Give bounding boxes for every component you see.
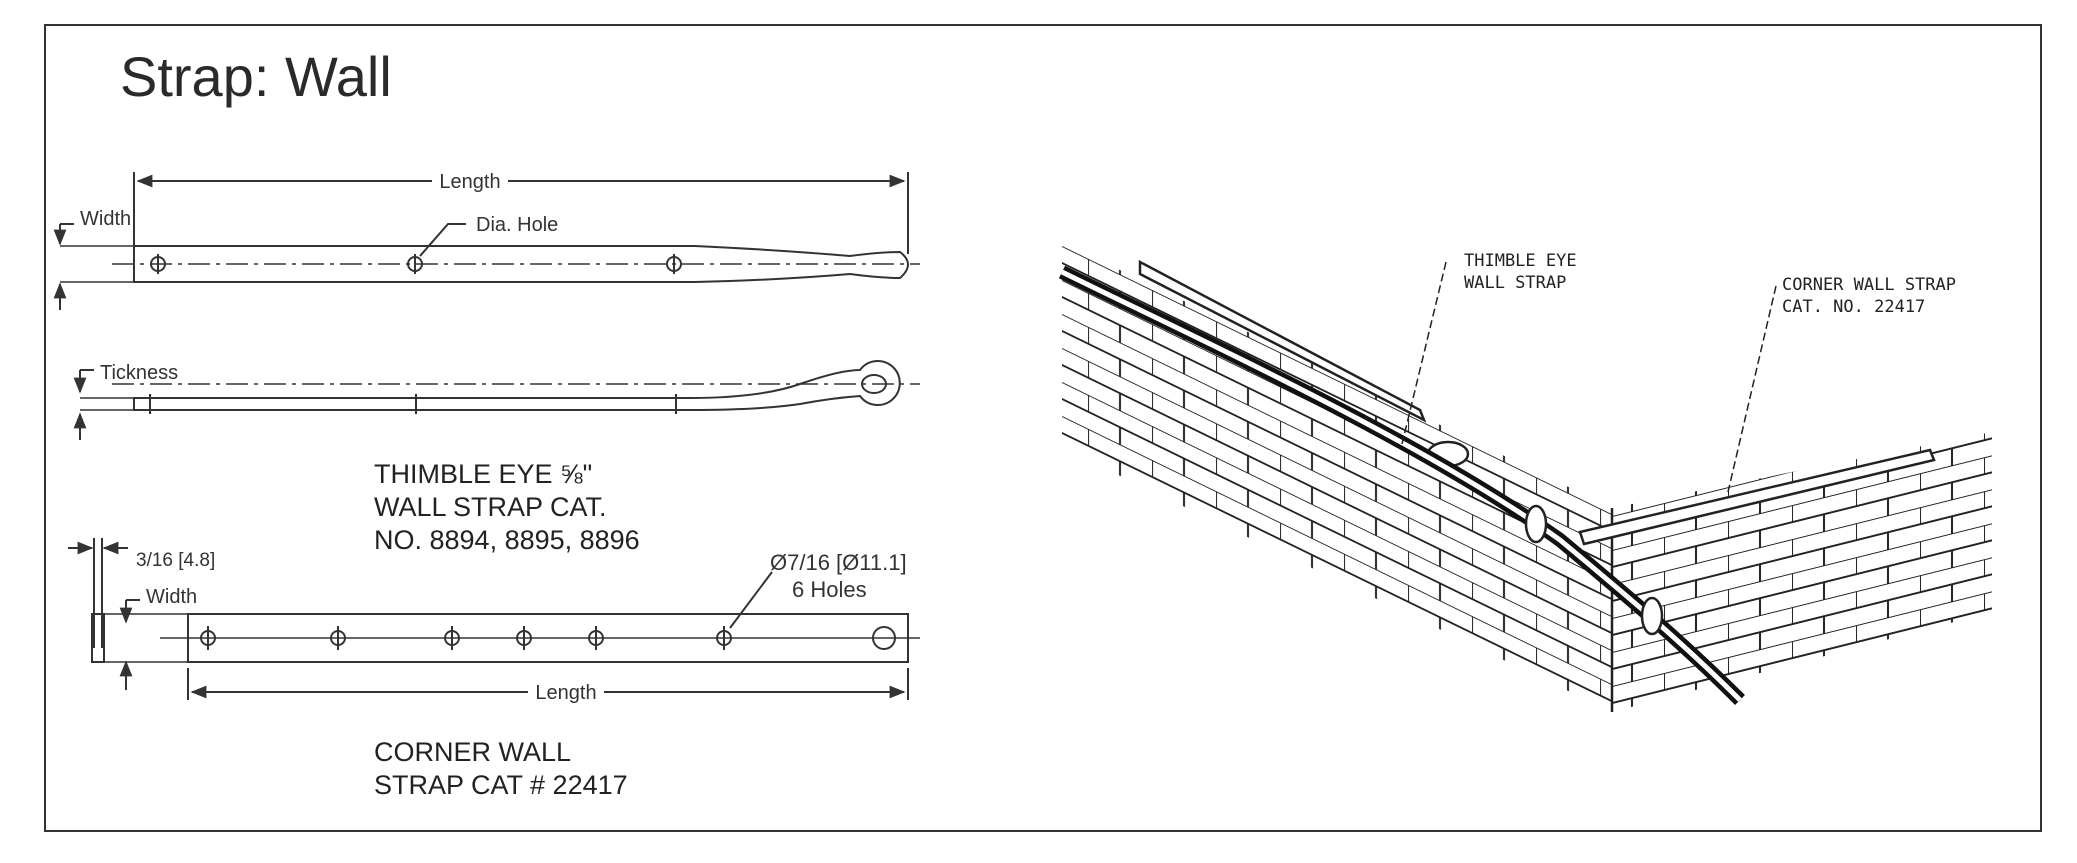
right-brick-wall xyxy=(1612,432,1992,712)
thimble-caption: THIMBLE EYE ⅝" WALL STRAP CAT. NO. 8894,… xyxy=(374,458,640,557)
corner-width-label: Width xyxy=(146,586,197,608)
thimble-wall-strap xyxy=(1138,259,1427,423)
corner-hole-spec: Ø7/16 [Ø11.1] xyxy=(770,550,907,575)
corner-hole-count: 6 Holes xyxy=(792,577,867,602)
thimble-hole-label: Dia. Hole xyxy=(476,214,558,236)
cable-clamp-1 xyxy=(1524,504,1548,544)
drawing-frame xyxy=(44,24,2042,832)
thimble-callout-line1: THIMBLE EYE xyxy=(1464,251,1577,271)
corner-callout-line2: CAT. NO. 22417 xyxy=(1782,297,1925,317)
page-title: Strap: Wall xyxy=(120,45,392,108)
thimble-length-label: Length xyxy=(439,171,500,193)
corner-thickness-label: 3/16 [4.8] xyxy=(136,550,215,571)
corner-length-label: Length xyxy=(535,682,596,704)
corner-strap-holes xyxy=(200,626,896,650)
corner-callout-line1: CORNER WALL STRAP xyxy=(1782,275,1956,295)
left-brick-wall xyxy=(1062,242,1612,712)
corner-caption-line2: STRAP CAT # 22417 xyxy=(374,770,628,800)
thimble-caption-line2: WALL STRAP CAT. xyxy=(374,492,607,522)
thimble-strap-side-view xyxy=(73,360,920,440)
cable-clamp-2 xyxy=(1640,596,1664,636)
thimble-strap-plan-view xyxy=(53,172,920,310)
thimble-width-label: Width xyxy=(80,208,131,230)
corner-wall-strap xyxy=(1578,448,1936,546)
corner-caption-line1: CORNER WALL xyxy=(374,737,572,767)
thimble-caption-line3: NO. 8894, 8895, 8896 xyxy=(374,525,640,555)
corner-caption: CORNER WALL STRAP CAT # 22417 xyxy=(374,736,628,802)
thimble-thickness-label: Tickness xyxy=(100,362,178,384)
corner-strap-plan-view xyxy=(68,538,920,700)
isometric-illustration: THIMBLE EYE WALL STRAP CORNER WALL STRAP… xyxy=(1040,200,1992,712)
thimble-caption-line1: THIMBLE EYE ⅝" xyxy=(374,459,593,489)
thimble-callout-line2: WALL STRAP xyxy=(1464,273,1566,293)
